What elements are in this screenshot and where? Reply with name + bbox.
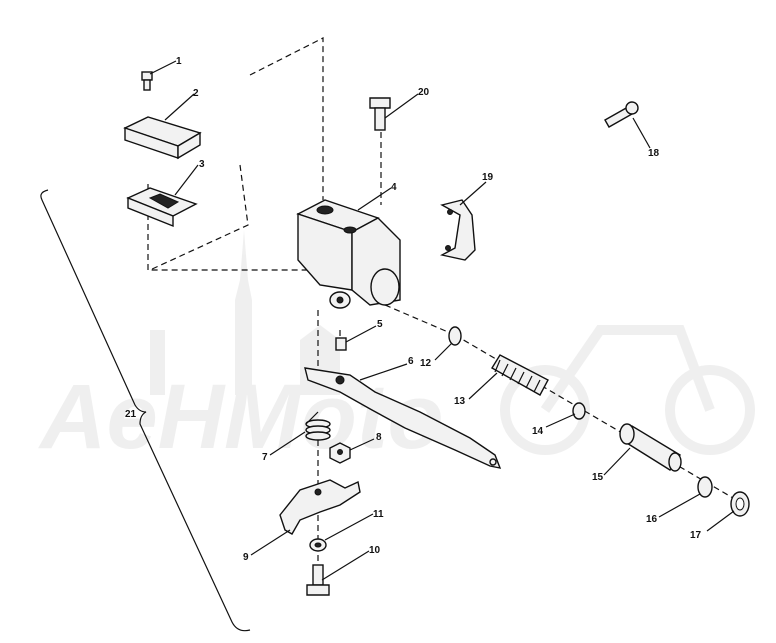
callout-18: 18 bbox=[648, 148, 660, 159]
callout-17: 17 bbox=[690, 530, 702, 541]
bracket-21 bbox=[40, 189, 251, 632]
callout-3: 3 bbox=[199, 159, 205, 170]
callout-19: 19 bbox=[482, 172, 494, 183]
part-boot-13 bbox=[491, 354, 549, 396]
watermark-text: AeHMoto bbox=[38, 366, 444, 468]
callout-16: 16 bbox=[646, 514, 658, 525]
part-bolt-10 bbox=[306, 564, 330, 596]
callout-9: 9 bbox=[243, 552, 249, 563]
part-master-cylinder-4 bbox=[296, 199, 401, 309]
callout-labels: 1 2 3 4 5 6 7 8 9 10 11 12 13 14 15 16 1… bbox=[125, 56, 702, 563]
callout-20: 20 bbox=[418, 87, 430, 98]
callout-2: 2 bbox=[193, 88, 199, 99]
callout-13: 13 bbox=[454, 396, 466, 407]
part-spring-7 bbox=[305, 411, 331, 441]
callout-10: 10 bbox=[369, 545, 381, 556]
part-washer-14 bbox=[572, 402, 586, 420]
part-bushing-5 bbox=[335, 337, 347, 351]
callout-12: 12 bbox=[420, 358, 432, 369]
part-lever-6 bbox=[304, 367, 502, 469]
callout-14: 14 bbox=[532, 426, 544, 437]
part-bracket-9 bbox=[279, 479, 361, 535]
watermark: AeHMoto bbox=[38, 230, 755, 468]
callout-21: 21 bbox=[125, 409, 137, 420]
leader-lines bbox=[149, 60, 735, 581]
part-washer-11 bbox=[309, 538, 327, 552]
part-washer-12 bbox=[448, 326, 462, 346]
watermark-church-silhouette bbox=[150, 230, 340, 395]
part-screw-1 bbox=[141, 71, 153, 91]
part-seal-16 bbox=[697, 476, 713, 498]
callout-15: 15 bbox=[592, 472, 604, 483]
part-screw-20 bbox=[369, 97, 391, 131]
callout-5: 5 bbox=[377, 319, 383, 330]
callout-11: 11 bbox=[373, 509, 384, 520]
callout-4: 4 bbox=[391, 182, 397, 193]
callout-1: 1 bbox=[176, 56, 182, 67]
callout-6: 6 bbox=[408, 356, 414, 367]
callout-7: 7 bbox=[262, 452, 268, 463]
callout-8: 8 bbox=[376, 432, 382, 443]
part-diaphragm-3 bbox=[126, 187, 198, 228]
part-clamp-19 bbox=[440, 199, 476, 261]
part-washer-17 bbox=[730, 491, 750, 517]
part-piston-15 bbox=[619, 423, 682, 472]
part-nut-8 bbox=[329, 442, 351, 464]
part-reservoir-cover-2 bbox=[123, 116, 202, 160]
part-bolt-18 bbox=[604, 101, 639, 128]
